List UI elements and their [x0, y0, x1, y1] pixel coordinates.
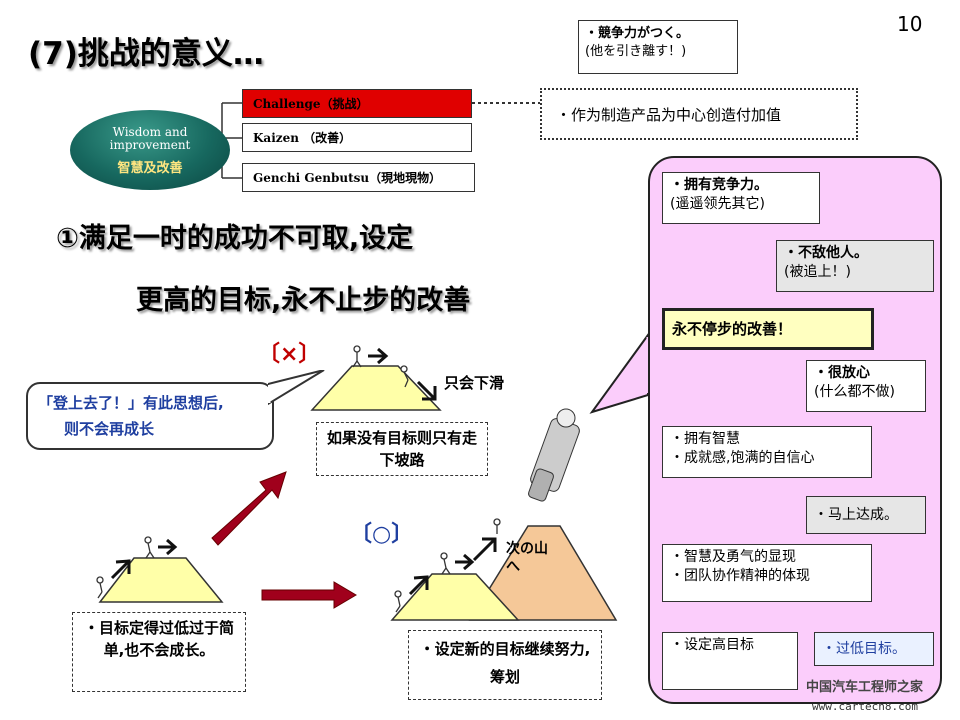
low-goal-mountain	[98, 557, 224, 603]
wisdom-box-line2: ・成就感,饱满的自信心	[670, 450, 815, 466]
page-title: (7)挑战的意义…	[28, 36, 264, 72]
oval-en-line2: improvement	[109, 138, 191, 152]
relax-box: ・很放心 (什么都不做)	[806, 360, 926, 412]
relax-box-line1: ・很放心	[814, 365, 870, 381]
competitive-box: ・拥有竞争力。 (遥遥领先其它)	[662, 172, 820, 224]
high-goal-box: ・设定高目标	[662, 632, 798, 690]
kaizen-box: Kaizen （改善）	[242, 123, 472, 152]
competitive-box-line2: (遥遥领先其它)	[670, 196, 765, 212]
heading-line2: 更高的目标,永不止步的改善	[136, 285, 471, 316]
robot-figure	[528, 408, 580, 502]
oval-zh-label: 智慧及改善	[117, 161, 183, 176]
page-number: 10	[897, 12, 923, 36]
red-arrow-up-icon	[211, 471, 287, 546]
low-goal-caption: ・目标定得过低过于简单,也不会成长。	[72, 612, 246, 692]
top-mountain	[310, 365, 442, 411]
current-mountain	[390, 573, 520, 621]
arrow-right-icon	[368, 347, 389, 365]
climbed-callout: 「登上去了！」有此思想后, 则不会再成长	[26, 382, 274, 450]
watermark-line2: www.cartech8.com	[812, 700, 918, 713]
courage-box-line1: ・智慧及勇气的显现	[670, 549, 796, 565]
arrow-down-right-icon	[416, 380, 437, 401]
arrow-right-new-icon	[455, 553, 475, 571]
correct-mark: 〔○〕	[350, 522, 414, 547]
wisdom-improvement-oval: Wisdom and improvement 智慧及改善	[70, 110, 230, 190]
genchi-genbutsu-box: Genchi Genbutsu（現地現物）	[242, 163, 475, 192]
watermark-line1: 中国汽车工程师之家	[806, 680, 924, 695]
challenge-box: Challenge（挑战）	[242, 89, 472, 118]
heading-line1: ①满足一时的成功不可取,设定	[56, 223, 414, 254]
climber-figure-top	[352, 345, 409, 388]
continuous-kaizen-box: 永不停步的改善！	[662, 308, 874, 350]
callout-line2: 则不会再成长	[64, 420, 155, 438]
new-goal-caption: ・设定新的目标继续努力,筹划	[408, 630, 602, 700]
slide-down-label: 只会下滑	[444, 374, 505, 392]
climber-figure-right	[394, 518, 501, 613]
achieve-box: ・马上达成。	[806, 496, 926, 534]
callout-line1: 「登上去了！」有此思想后,	[38, 394, 224, 412]
arrow-up-right-low-icon	[110, 559, 131, 580]
arrow-right-low-icon	[158, 538, 178, 556]
wisdom-box: ・拥有智慧 ・成就感,饱满的自信心	[662, 426, 872, 478]
overtaken-box: ・不敌他人。 (被追上！)	[776, 240, 934, 292]
competitive-note-line1: ・競争力がつく。	[585, 26, 690, 41]
courage-box-line2: ・团队协作精神的体现	[670, 568, 810, 584]
low-goal-box: ・过低目标。	[814, 632, 934, 666]
no-goal-caption: 如果没有目标则只有走下坡路	[316, 422, 488, 476]
next-mountain	[468, 525, 618, 621]
next-mountain-label: 次の山へ	[506, 541, 548, 575]
wisdom-box-line1: ・拥有智慧	[670, 431, 740, 447]
callout-tail	[268, 370, 325, 406]
arrow-up-right-new-icon	[408, 575, 429, 596]
competitive-note-line2: (他を引き離す！)	[585, 44, 687, 59]
overtaken-box-line1: ・不敌他人。	[784, 245, 868, 261]
climber-figure-low	[96, 536, 155, 599]
value-note: ・作为制造产品为中心创造付加值	[540, 88, 858, 140]
competitive-box-line1: ・拥有竞争力。	[670, 177, 768, 193]
competitive-note: ・競争力がつく。 (他を引き離す！)	[578, 20, 738, 74]
oval-en-line1: Wisdom and	[112, 125, 188, 139]
arrow-up-right-next-icon	[472, 537, 497, 562]
red-arrow-right-icon	[261, 581, 357, 609]
courage-box: ・智慧及勇气的显现 ・团队协作精神的体现	[662, 544, 872, 602]
overtaken-box-line2: (被追上！)	[784, 264, 851, 280]
relax-box-line2: (什么都不做)	[814, 384, 895, 400]
wrong-mark: 〔×〕	[258, 342, 321, 367]
